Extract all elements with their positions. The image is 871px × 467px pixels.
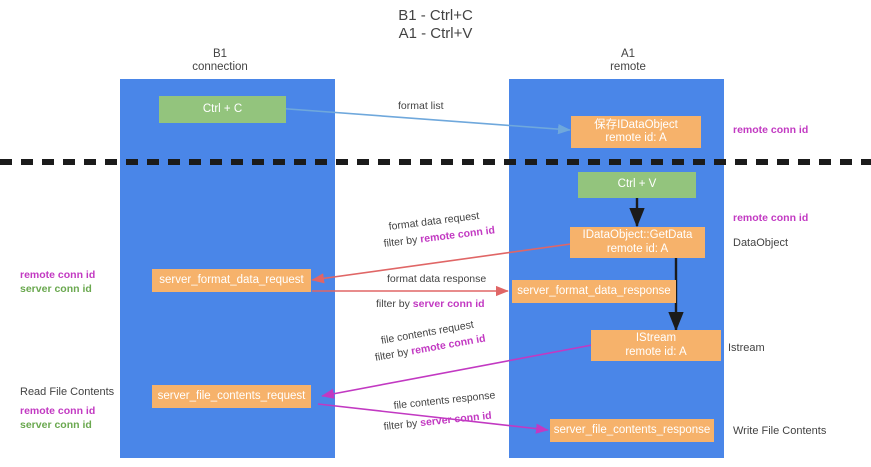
annotation-left-remote-conn-id-mid: remote conn id xyxy=(20,269,96,281)
annotation-remote-conn-id-mid-text: remote conn id xyxy=(733,212,809,224)
annotation-istream: Istream xyxy=(728,342,765,354)
annotation-remote-conn-id-mid: remote conn id xyxy=(733,211,808,225)
edge-filter-prefix-4: filter by xyxy=(383,417,421,433)
annotation-left-remote-conn-id-bottom: remote conn id xyxy=(20,405,96,417)
annotation-write-file-contents: Write File Contents xyxy=(733,425,827,437)
box-idataobject-getdata[interactable]: IDataObject::GetData remote id: A xyxy=(570,227,705,258)
box-server-format-data-request-label: server_format_data_request xyxy=(159,273,304,286)
annotation-remote-conn-id-top-text: remote conn id xyxy=(733,124,809,136)
edge-filter-key-4: server conn id xyxy=(419,409,493,430)
box-ctrl-v[interactable]: Ctrl + V xyxy=(578,172,696,198)
edge-label-format-list: format list xyxy=(398,100,444,112)
edge-filter-key-2: server conn id xyxy=(412,298,485,310)
page-title-line2: A1 - Ctrl+V xyxy=(398,25,473,42)
lane-a1-role: remote xyxy=(610,61,646,73)
box-server-format-data-response-label: server_format_data_response xyxy=(517,284,671,297)
annotation-left-server-conn-id-mid: server conn id xyxy=(20,283,92,295)
box-server-file-contents-request[interactable]: server_file_contents_request xyxy=(152,385,311,408)
box-istream-line2: remote id: A xyxy=(625,345,687,358)
lane-header-a1: A1 remote xyxy=(558,48,698,74)
lane-a1-name: A1 xyxy=(620,48,636,60)
box-save-idataobject-line1: 保存IDataObject xyxy=(594,118,678,131)
box-save-idataobject-line2: remote id: A xyxy=(605,132,667,144)
box-ctrl-v-label: Ctrl + V xyxy=(617,178,657,191)
edge-filter-prefix-1: filter by xyxy=(383,233,421,250)
annotation-remote-conn-id-top: remote conn id xyxy=(733,123,808,137)
annotation-left-server-conn-id-bottom: server conn id xyxy=(20,419,92,431)
edge-filter-prefix-3: filter by xyxy=(374,345,413,364)
lane-b1-name: B1 xyxy=(212,48,228,60)
box-istream-line1: IStream xyxy=(635,332,677,344)
lane-header-b1: B1 connection xyxy=(150,48,290,74)
box-getdata-line1: IDataObject::GetData xyxy=(582,229,693,241)
box-getdata-line2: remote id: A xyxy=(606,242,669,255)
box-server-file-contents-response[interactable]: server_file_contents_response xyxy=(550,419,714,442)
edge-filter-format-data-response: filter by server conn id xyxy=(376,298,485,311)
lane-b1-role: connection xyxy=(192,61,248,73)
annotation-left-conn-ids-bottom: remote conn id server conn id xyxy=(20,404,95,432)
box-server-file-contents-response-label: server_file_contents_response xyxy=(553,423,711,436)
box-server-format-data-response[interactable]: server_format_data_response xyxy=(512,280,676,303)
annotation-read-file-contents: Read File Contents xyxy=(20,386,115,398)
box-save-idataobject[interactable]: 保存IDataObject remote id: A xyxy=(571,116,701,148)
annotation-left-conn-ids-mid: remote conn id server conn id xyxy=(20,268,95,296)
page-title-line1: B1 - Ctrl+C xyxy=(398,7,473,24)
box-server-format-data-request[interactable]: server_format_data_request xyxy=(152,269,311,292)
box-ctrl-c[interactable]: Ctrl + C xyxy=(159,96,286,123)
edge-filter-prefix-2: filter by xyxy=(376,298,413,310)
edge-label-file-contents-response: file contents response xyxy=(393,389,496,412)
box-ctrl-c-label: Ctrl + C xyxy=(202,102,243,115)
box-istream[interactable]: IStream remote id: A xyxy=(591,330,721,361)
annotation-dataobject: DataObject xyxy=(733,237,789,249)
box-server-file-contents-request-label: server_file_contents_request xyxy=(157,389,306,402)
edge-label-format-data-response: format data response xyxy=(387,273,487,285)
edge-filter-file-contents-response: filter by server conn id xyxy=(383,410,492,434)
